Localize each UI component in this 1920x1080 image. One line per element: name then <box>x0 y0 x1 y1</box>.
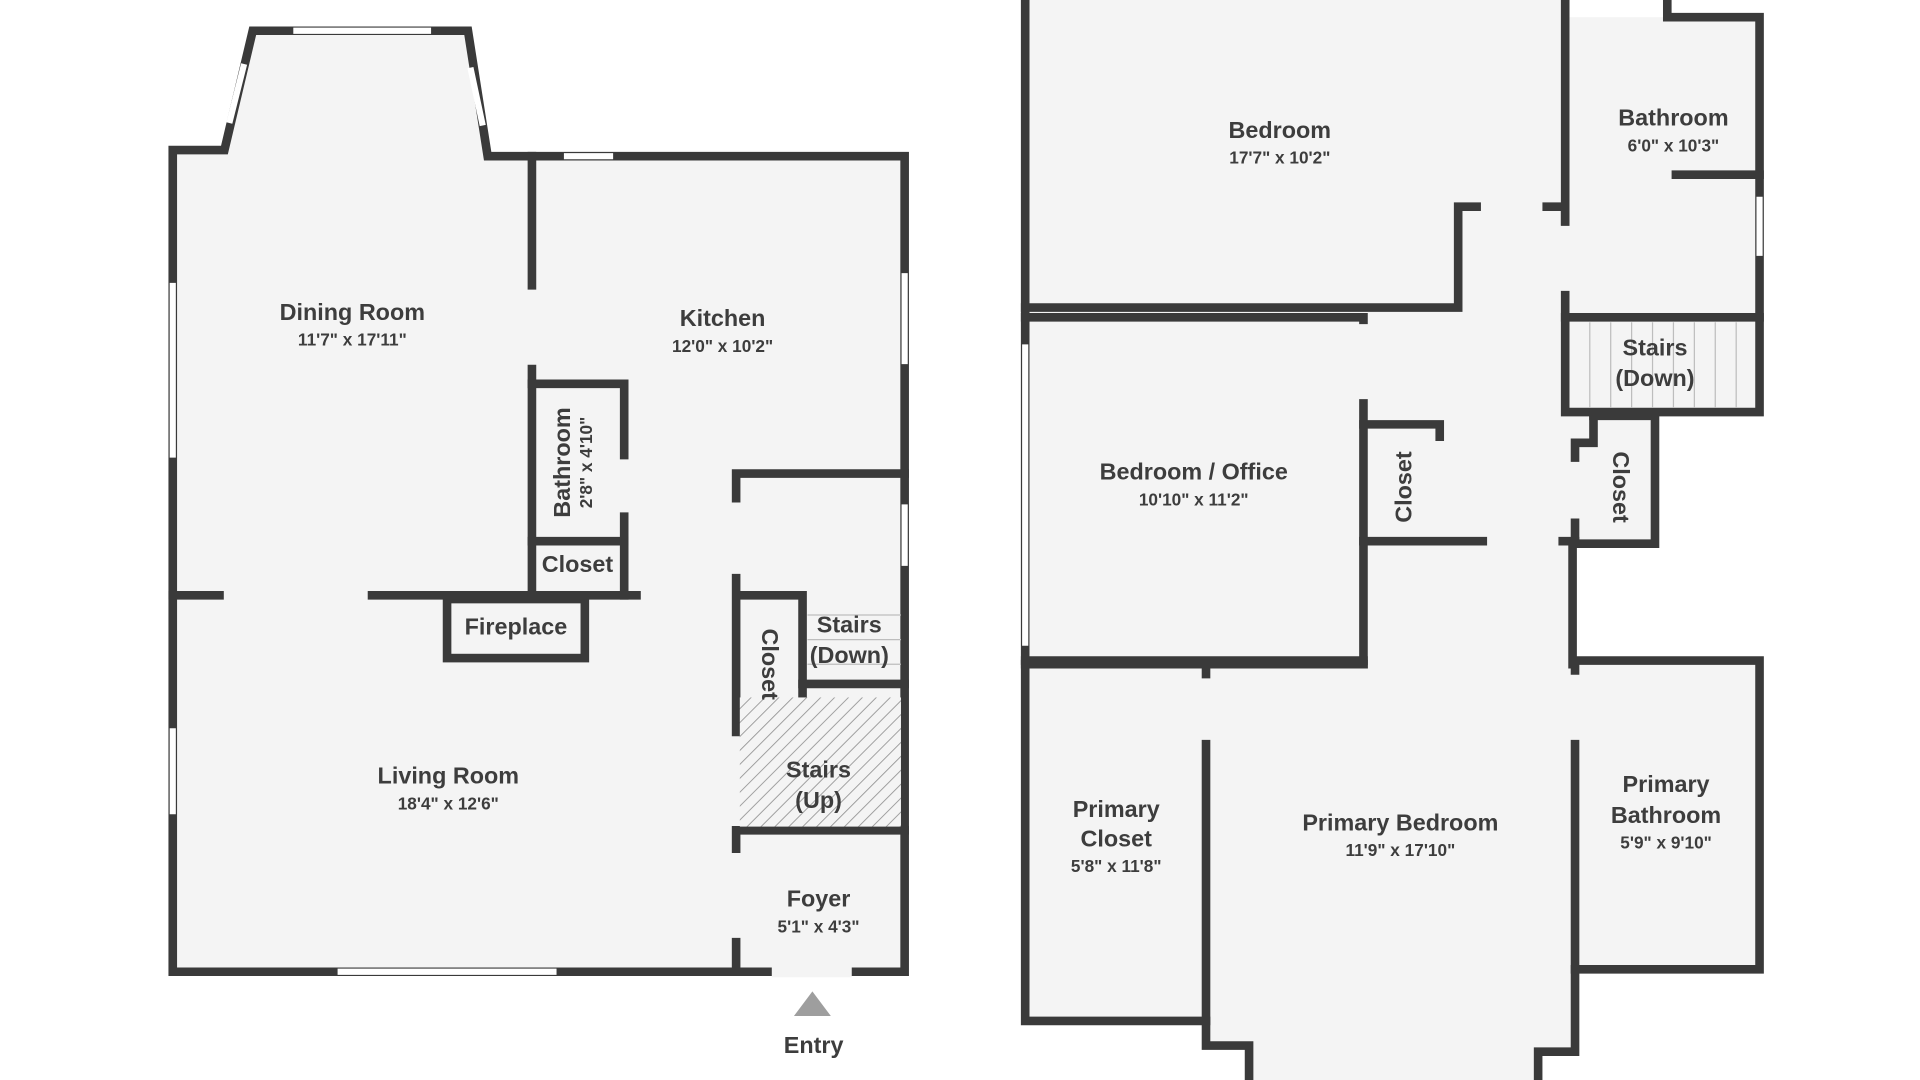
room-dims-bedroom: 17'7" x 10'2" <box>1229 148 1330 168</box>
stairs-down-treads <box>807 614 901 665</box>
entry-label: Entry <box>784 1032 844 1058</box>
room-name-closet: Closet <box>1608 451 1634 523</box>
second-floor-walls <box>1020 0 1764 1080</box>
room-name-bathroom: Bathroom <box>1618 104 1728 130</box>
fireplace-label: Fireplace <box>465 614 568 640</box>
first-floor-windows <box>169 27 908 978</box>
room-name-foyer: Foyer <box>787 886 851 912</box>
room-dims-primary-bathroom: 5'9" x 9'10" <box>1620 833 1712 853</box>
room-dims-kitchen: 12'0" x 10'2" <box>672 336 773 356</box>
room-name-bedroom-office: Bedroom / Office <box>1100 459 1288 485</box>
room-dims-bedroom-office: 10'10" x 11'2" <box>1139 490 1249 510</box>
second-floor-plan: Bedroom 17'7" x 10'2" Bathroom 6'0" x 10… <box>1020 0 1764 1080</box>
room-dims-half-bathroom: 2'8" x 4'10" <box>576 417 596 509</box>
room-name-half-bathroom: Bathroom <box>549 407 575 517</box>
room-name-closet: Closet <box>542 551 614 577</box>
triangle-up-icon <box>793 991 831 1017</box>
room-name-closet: Closet <box>1390 451 1416 523</box>
room-name-dining-room: Dining Room <box>280 299 425 325</box>
stairs-down-label-2: (Down) <box>810 642 889 668</box>
stairs-up-label: Stairs <box>786 756 851 782</box>
stairs-up-label-2: (Up) <box>795 787 842 813</box>
room-name-primary-closet: Primary <box>1073 796 1160 822</box>
first-floor-plan: Dining Room 11'7" x 17'11" Kitchen 12'0"… <box>168 26 909 1058</box>
room-name-closet: Closet <box>757 629 783 701</box>
room-name-primary-bathroom-2: Bathroom <box>1611 802 1721 828</box>
stairs-down-label: Stairs <box>817 611 882 637</box>
room-dims-primary-bedroom: 11'9" x 17'10" <box>1345 840 1455 860</box>
room-dims-dining-room: 11'7" x 17'11" <box>298 330 407 350</box>
room-dims-foyer: 5'1" x 4'3" <box>778 916 860 936</box>
second-floor-windows <box>1022 196 1763 646</box>
room-name-primary-closet-2: Closet <box>1081 825 1153 851</box>
stairs-up <box>739 697 901 827</box>
room-name-primary-bathroom: Primary <box>1623 771 1710 797</box>
room-name-living-room: Living Room <box>378 763 519 789</box>
room-dims-living-room: 18'4" x 12'6" <box>398 793 499 813</box>
second-floor-stairs-treads <box>1589 322 1737 408</box>
stairs-down-label-2: (Down) <box>1615 365 1694 391</box>
stairs-down-label: Stairs <box>1623 334 1688 360</box>
room-dims-primary-closet: 5'8" x 11'8" <box>1071 856 1162 876</box>
room-name-primary-bedroom: Primary Bedroom <box>1302 809 1498 835</box>
fireplace <box>442 594 590 663</box>
room-dims-bathroom: 6'0" x 10'3" <box>1628 135 1720 155</box>
room-name-kitchen: Kitchen <box>680 305 766 331</box>
room-name-bedroom: Bedroom <box>1229 117 1332 143</box>
